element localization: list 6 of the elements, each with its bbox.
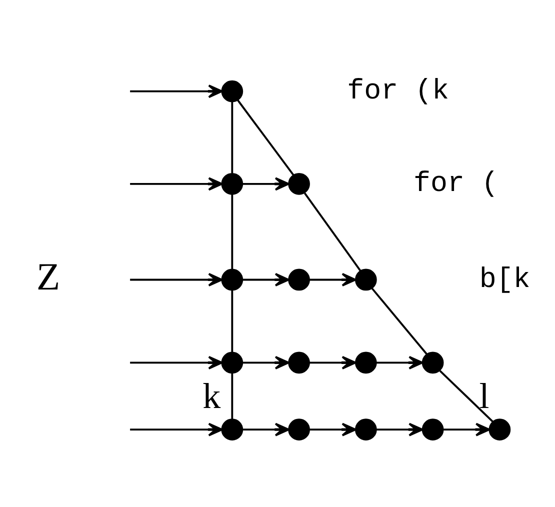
label: for (k — [347, 75, 450, 107]
label: b[k — [479, 263, 530, 296]
node-label: l — [479, 376, 490, 416]
label: Z — [36, 256, 60, 298]
node-label: k — [202, 376, 221, 416]
label: for ( — [414, 168, 498, 200]
